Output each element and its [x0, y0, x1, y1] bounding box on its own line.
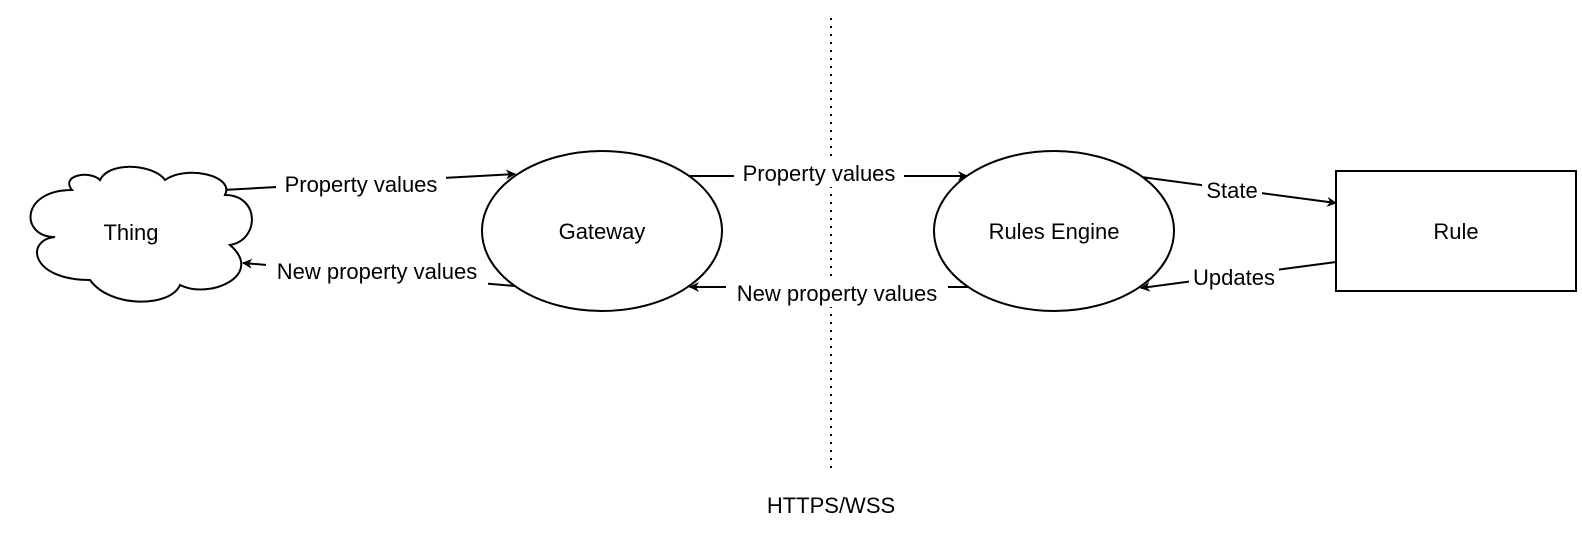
- node-rule: Rule: [1335, 170, 1577, 292]
- edge-rules-engine-to-gateway: New property values: [689, 281, 970, 307]
- node-thing: Thing: [29, 165, 253, 303]
- node-gateway: Gateway: [481, 150, 723, 312]
- node-label: Thing: [103, 220, 158, 245]
- edge-label: New property values: [277, 259, 478, 284]
- cloud-shape: [29, 165, 253, 303]
- edge-rule-to-rules-engine: Updates: [1140, 261, 1337, 292]
- ellipse-shape: [933, 150, 1175, 312]
- edge-label: New property values: [737, 281, 938, 306]
- rectangle-shape: [1335, 170, 1577, 292]
- node-label: Rule: [1433, 219, 1478, 244]
- node-label: Gateway: [559, 219, 646, 244]
- network-boundary-label: HTTPS/WSS: [767, 493, 895, 518]
- edge-thing-to-gateway: Property values: [222, 169, 516, 197]
- edge-label: Property values: [285, 172, 438, 197]
- edge-label: Updates: [1193, 265, 1275, 290]
- edge-label: State: [1206, 178, 1257, 203]
- edge-label: Property values: [743, 161, 896, 186]
- ellipse-shape: [481, 150, 723, 312]
- edge-gateway-to-rules-engine: Property values: [690, 161, 968, 187]
- node-label: Rules Engine: [989, 219, 1120, 244]
- edge-gateway-to-thing: New property values: [242, 258, 516, 287]
- edge-rules-engine-to-rule: State: [1140, 176, 1337, 207]
- node-rules-engine: Rules Engine: [933, 150, 1175, 312]
